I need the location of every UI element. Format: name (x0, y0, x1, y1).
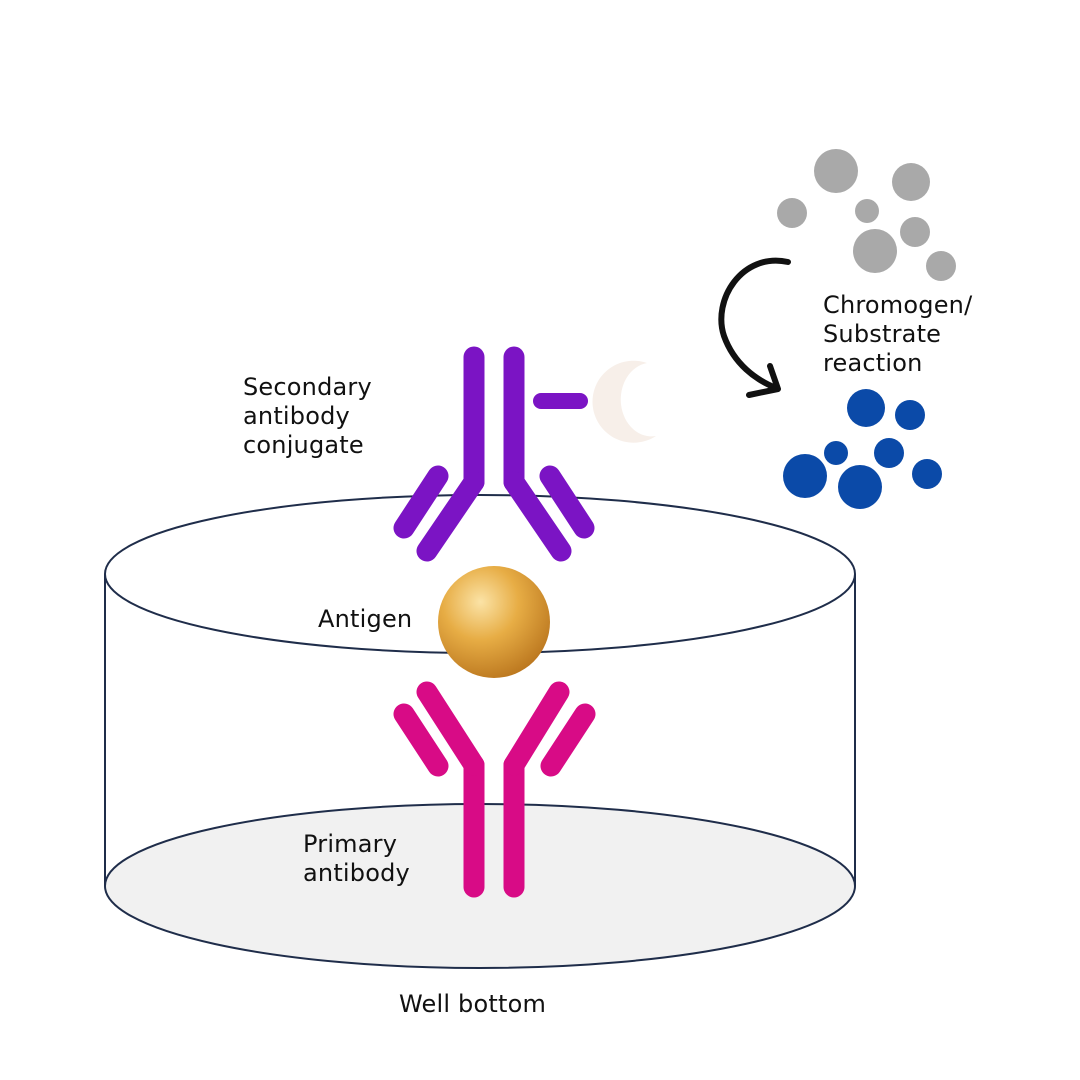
antigen-label: Antigen (318, 605, 413, 633)
primary-antibody-label: Primary antibody (303, 830, 410, 887)
primary-antibody (393, 681, 596, 898)
substrate-particles (777, 149, 956, 281)
enzyme-crescent (592, 360, 656, 443)
well-bottom-label: Well bottom (399, 990, 547, 1018)
secondary-antibody (393, 346, 595, 562)
reaction-arrow (718, 257, 791, 398)
secondary-antibody-label: Secondary antibody conjugate (243, 373, 372, 459)
product-particles (783, 389, 942, 509)
well (104, 494, 856, 969)
antigen-sphere (438, 566, 550, 678)
chromogen-reaction-label: Chromogen/ Substrate reaction (823, 291, 973, 377)
